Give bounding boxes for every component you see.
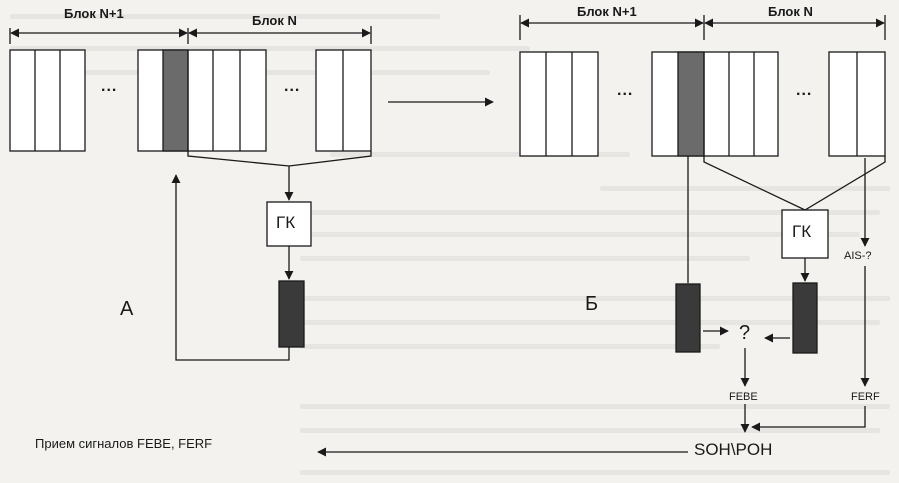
frame-cells-right-b	[828, 51, 886, 157]
ferf-to-soh	[751, 406, 866, 432]
bleed-through-line	[10, 14, 440, 19]
soh-poh-label: SOH\POH	[694, 440, 773, 459]
block-n-span-arrow-b	[704, 15, 886, 40]
ellipsis-right-a: ...	[284, 78, 301, 95]
bleed-through-line	[10, 46, 530, 51]
frame-cells-left-b	[519, 51, 599, 157]
funnel-lines-b	[703, 156, 886, 211]
bleed-through-line	[300, 296, 890, 301]
bleed-through-line	[300, 210, 880, 215]
calculated-bip-cell-b	[792, 282, 818, 354]
block-n-label-b: Блок N	[768, 4, 813, 19]
bleed-through-line	[300, 232, 860, 237]
bip-result-cell-a	[278, 280, 305, 348]
bleed-through-line	[300, 344, 720, 349]
block-n1-span-arrow-a	[9, 28, 189, 44]
ferf-label: FERF	[851, 391, 880, 403]
bleed-through-line	[300, 470, 890, 475]
bleed-through-line	[300, 320, 880, 325]
block-n-label-a: Блок N	[252, 13, 297, 28]
reception-label: Прием сигналов FEBE, FERF	[35, 436, 213, 451]
febe-label: FEBE	[729, 391, 758, 403]
panel-letter-b: Б	[585, 293, 599, 315]
bleed-through-line	[330, 152, 630, 157]
frame-cells-left-a	[9, 49, 86, 152]
panel-letter-a: А	[120, 298, 134, 320]
block-n1-label-b: Блок N+1	[577, 4, 637, 19]
ellipsis-right-b: ...	[796, 82, 813, 99]
ellipsis-left-a: ...	[101, 78, 118, 95]
frame-cells-middle-b	[651, 51, 779, 157]
compare-question-mark: ?	[739, 322, 751, 344]
frame-cells-middle-a	[137, 49, 267, 152]
ellipsis-left-b: ...	[617, 82, 634, 99]
funnel-lines-a	[187, 151, 372, 167]
gk-label-b: ГК	[792, 222, 812, 241]
gk-box-a	[266, 201, 312, 247]
gk-label-a: ГК	[276, 213, 296, 232]
block-n1-span-arrow-b	[519, 15, 705, 40]
stored-bip-cell-b	[675, 283, 701, 353]
frame-cells-right-a	[315, 49, 372, 152]
feedback-arrow-a	[171, 174, 290, 361]
bleed-through-line	[300, 256, 750, 261]
bleed-through-line	[300, 428, 880, 433]
bleed-through-line	[300, 404, 890, 409]
block-n-span-arrow-a	[188, 26, 372, 44]
gk-box-b	[781, 209, 829, 259]
block-n1-label-a: Блок N+1	[64, 6, 124, 21]
bleed-through-line	[600, 186, 890, 191]
ais-check-label: AIS-?	[844, 250, 872, 262]
